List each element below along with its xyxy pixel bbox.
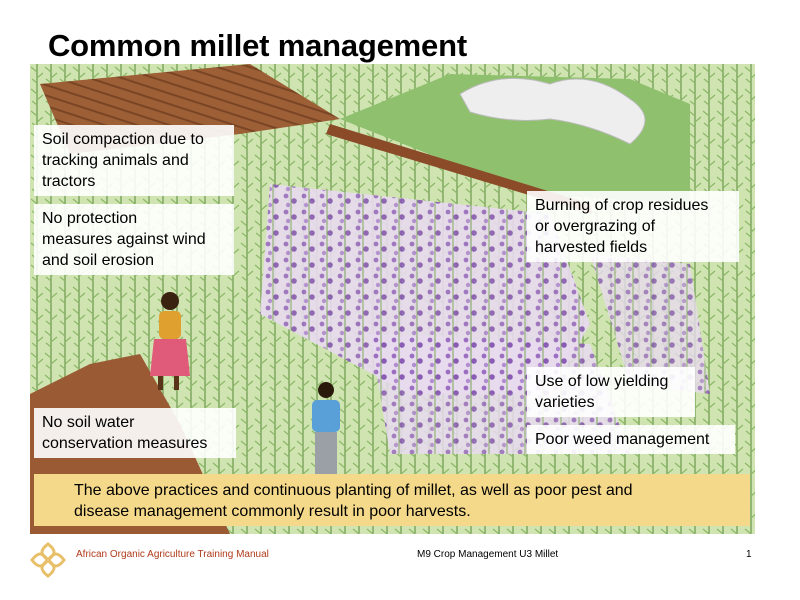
footer: African Organic Agriculture Training Man… <box>0 540 800 580</box>
callout-no-protection: No protection measures against wind and … <box>34 204 234 275</box>
summary-text: The above practices and continuous plant… <box>34 474 750 526</box>
organic-agriculture-logo-icon <box>30 542 66 578</box>
footer-manual-title: African Organic Agriculture Training Man… <box>76 549 269 560</box>
callout-soil-compaction: Soil compaction due to tracking animals … <box>34 125 234 196</box>
man-figure <box>312 382 340 474</box>
woman-figure <box>150 292 190 390</box>
callout-weed: Poor weed management <box>527 425 735 454</box>
callout-no-soil-water: No soil water conservation measures <box>34 408 236 458</box>
slide-title: Common millet management <box>48 28 467 63</box>
callout-low-yield: Use of low yielding varieties <box>527 367 695 417</box>
callout-burning: Burning of crop residues or overgrazing … <box>527 191 739 262</box>
footer-module: M9 Crop Management U3 Millet <box>417 549 559 560</box>
page-number: 1 <box>746 549 752 560</box>
